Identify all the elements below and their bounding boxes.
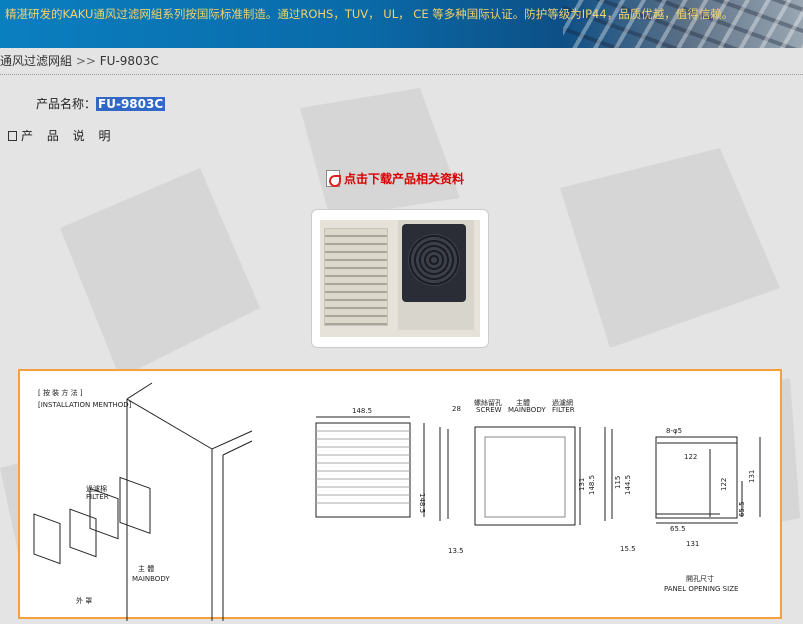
panel-65-5-b: 65.5 xyxy=(670,525,686,533)
cover-label-cn: 外 罩 xyxy=(76,596,92,605)
header-banner: 精湛研发的KAKU通风过滤网組系列按国际标准制造。通过ROHS，TUV， UL，… xyxy=(0,0,803,48)
install-title-en: [INSTALLATION MENTHOD] xyxy=(38,401,132,409)
breadcrumb-parent-link[interactable]: 通风过滤网組 xyxy=(0,54,73,68)
dim-148-5-b: 148.5 xyxy=(588,475,596,495)
screw-label-cn: 螺絲留孔 xyxy=(474,398,502,407)
download-link-label[interactable]: 点击下载产品相关资料 xyxy=(344,172,465,186)
filter-grille-image xyxy=(324,228,388,326)
install-title-cn: [ 按 裝 方 法 ] xyxy=(38,388,83,397)
breadcrumb: 通风过滤网組 >> FU-9803C xyxy=(0,52,159,69)
panel-131-a: 131 xyxy=(748,470,756,483)
panel-131-b: 131 xyxy=(686,540,699,548)
dim-height: 148.5 xyxy=(418,493,426,513)
filter-label-cn: 過濾棉 xyxy=(86,484,107,493)
panel-label-en: PANEL OPENING SIZE xyxy=(664,585,738,593)
product-name: 产品名称：FU-9803C xyxy=(36,95,166,112)
breadcrumb-current: FU-9803C xyxy=(99,54,159,68)
dim-13-5: 13.5 xyxy=(448,547,464,555)
main-label-en: MAINBODY xyxy=(508,406,546,414)
dim-144-5: 144.5 xyxy=(624,475,632,495)
filt-label-cn: 過濾網 xyxy=(552,398,573,407)
holes-label: 8-φ5 xyxy=(666,427,682,435)
dim-width: 148.5 xyxy=(352,407,372,415)
panel-122-b: 122 xyxy=(720,478,728,491)
product-description-label: 产 品 说 明 xyxy=(21,129,116,143)
download-link[interactable]: 点击下载产品相关资料 xyxy=(326,170,464,187)
dim-depth: 28 xyxy=(452,405,461,413)
main-label-cn: 主體 xyxy=(516,398,530,407)
breadcrumb-separator: >> xyxy=(75,54,96,68)
product-name-label: 产品名称： xyxy=(36,97,97,111)
product-description-heading: 产 品 说 明 xyxy=(8,127,115,144)
fan-image xyxy=(402,224,466,302)
filt-label-en: FILTER xyxy=(552,406,575,414)
panel-65-5-a: 65.5 xyxy=(738,501,746,517)
banner-graphic xyxy=(563,0,803,48)
product-name-value: FU-9803C xyxy=(96,97,166,111)
filter-label-en: FILTER xyxy=(86,493,109,501)
product-photo xyxy=(311,209,489,348)
mainbody-label-cn: 主 體 xyxy=(138,564,154,573)
pdf-icon xyxy=(326,170,341,187)
header-slogan: 精湛研发的KAKU通风过滤网組系列按国际标准制造。通过ROHS，TUV， UL，… xyxy=(5,7,734,21)
panel-122-a: 122 xyxy=(684,453,697,461)
technical-drawing: [ 按 裝 方 法 ] [INSTALLATION MENTHOD] 過濾棉 F… xyxy=(18,369,782,621)
divider xyxy=(0,74,803,75)
dim-131: 131 xyxy=(578,478,586,491)
document-icon xyxy=(8,130,17,141)
dim-115: 115 xyxy=(614,476,622,489)
screw-label-en: SCREW xyxy=(476,406,502,414)
mainbody-label-en: MAINBODY xyxy=(132,575,170,583)
dim-15-5: 15.5 xyxy=(620,545,636,553)
panel-label-cn: 開孔尺寸 xyxy=(686,574,714,583)
